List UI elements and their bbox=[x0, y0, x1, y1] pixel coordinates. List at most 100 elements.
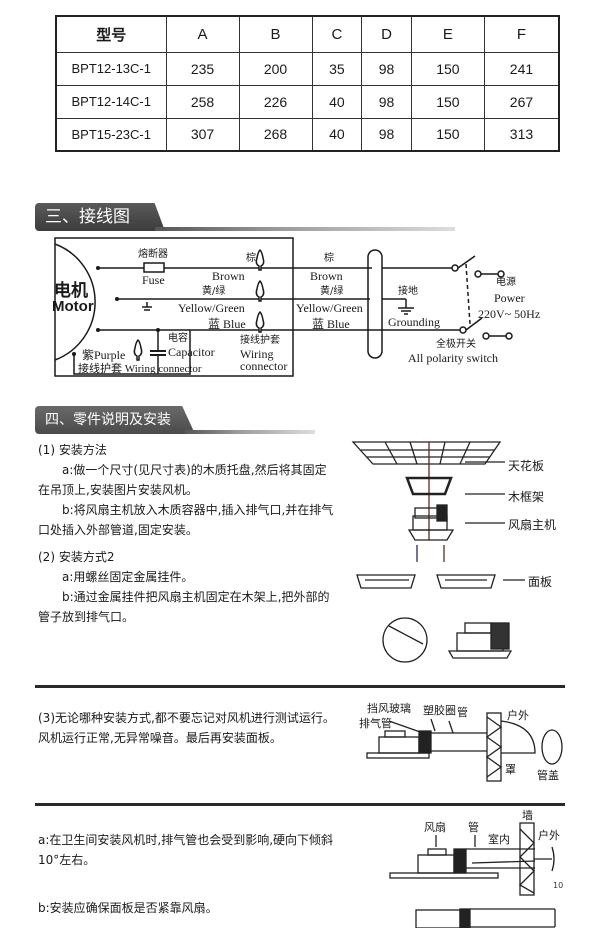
glass-label: 挡风玻璃 bbox=[367, 702, 411, 715]
cable-sleeve bbox=[367, 249, 383, 359]
connector-purple bbox=[133, 338, 143, 361]
cell-f: 241 bbox=[483, 51, 560, 86]
cell-a: 307 bbox=[165, 117, 240, 152]
cell-d: 98 bbox=[361, 117, 412, 152]
header-f: F bbox=[483, 15, 560, 53]
motor-outline bbox=[54, 243, 96, 361]
switch-label-cn: 全极开关 bbox=[436, 339, 476, 350]
fan-label: 风扇 bbox=[424, 821, 446, 834]
exploded-install-diagram: 天花板 木框架 风扇主机 面板 bbox=[345, 430, 595, 675]
wall-mount-diagram: 风扇 管 室内 墙 户外 bbox=[380, 805, 590, 928]
brown-label-cn-right: 棕 bbox=[324, 253, 334, 264]
cell-e: 150 bbox=[410, 84, 485, 119]
install2-heading: (2) 安装方式2 bbox=[38, 550, 115, 564]
grounding-label-cn: 接地 bbox=[398, 286, 418, 297]
cell-c: 35 bbox=[311, 51, 363, 86]
panel-left bbox=[356, 574, 416, 589]
fuse-label-cn: 熔断器 bbox=[138, 249, 168, 260]
ceiling-label: 天花板 bbox=[508, 459, 545, 473]
connector-label-cn: 接线护套 bbox=[240, 335, 280, 346]
spec-table: 型号 A B C D E F BPT12-13C-1 235 200 35 98… bbox=[55, 15, 560, 152]
exploded-drawing bbox=[351, 441, 525, 663]
cell-b: 226 bbox=[238, 84, 313, 119]
diagram-frame bbox=[54, 237, 294, 377]
table-row: BPT12-13C-1 235 200 35 98 150 241 bbox=[55, 51, 560, 86]
indoor-label: 室内 bbox=[488, 833, 510, 846]
install1-step-b: b:将风扇主机放入木质容器中,插入排气口,并在排气口处插入外部管道,固定安装。 bbox=[38, 503, 334, 537]
blue-label: 蓝 Blue bbox=[208, 317, 246, 331]
install-method-2: (2) 安装方式2 a:用螺丝固定金属挂件。 b:通过金属挂件把风扇主机固定在木… bbox=[38, 547, 338, 627]
power-spec: 220V~ 50Hz bbox=[478, 307, 541, 321]
yg-label-en-right: Yellow/Green bbox=[296, 301, 363, 315]
yg-label-cn: 黄/绿 bbox=[202, 286, 226, 297]
ring-label: 塑胶圈 bbox=[423, 704, 456, 717]
install2-step-b: b:通过金属挂件把风扇主机固定在木架上,把外部的管子放到排气口。 bbox=[38, 590, 330, 624]
cell-b: 268 bbox=[238, 117, 313, 152]
section-title: 三、接线图 bbox=[35, 203, 165, 231]
cell-d: 98 bbox=[361, 51, 412, 86]
purple-wire bbox=[73, 330, 191, 375]
power-label-cn: 电源 bbox=[496, 277, 516, 288]
cell-f: 313 bbox=[483, 117, 560, 152]
note-panel: b:安装应确保面板是否紧靠风扇。 bbox=[38, 901, 218, 915]
yg-label-en: Yellow/Green bbox=[178, 301, 245, 315]
connector-brown bbox=[255, 248, 265, 271]
table-header-row: 型号 A B C D E F bbox=[55, 15, 560, 53]
brown-label-en: Brown bbox=[212, 269, 245, 283]
exhaust-collar bbox=[418, 730, 432, 754]
table-row: BPT12-14C-1 258 226 40 98 150 267 bbox=[55, 84, 560, 119]
connector-yg bbox=[255, 279, 265, 302]
cell-model: BPT12-14C-1 bbox=[55, 84, 167, 119]
panel-label: 面板 bbox=[528, 575, 553, 589]
panel-right bbox=[436, 574, 496, 589]
install1-step-a: a:做一个尺寸(见尺寸表)的木质托盘,然后将其固定在吊顶上,安装图片安装风机。 bbox=[38, 463, 327, 497]
wiring-diagram: 电机 Motor 熔断器 Fuse 棕 Brown 棕 Brown 黄/绿 Ye… bbox=[50, 236, 570, 381]
divider bbox=[35, 685, 565, 688]
cell-a: 235 bbox=[165, 51, 240, 86]
section-rule bbox=[185, 430, 315, 434]
cap-label: 管盖 bbox=[537, 769, 559, 782]
power-label-en: Power bbox=[494, 291, 525, 305]
divider bbox=[35, 803, 565, 806]
brown-label-cn: 棕 bbox=[246, 253, 256, 264]
duct-base-plate bbox=[366, 752, 430, 759]
cell-e: 150 bbox=[410, 51, 485, 86]
table-row: BPT15-23C-1 307 268 40 98 150 313 bbox=[55, 117, 560, 152]
cell-e: 150 bbox=[410, 117, 485, 152]
wood-frame bbox=[405, 476, 453, 496]
header-c: C bbox=[311, 15, 363, 53]
wall-drawing bbox=[389, 822, 556, 928]
note-slope: a:在卫生间安装风机时,排气管也会受到影响,硬向下倾斜10°左右。 bbox=[38, 833, 334, 867]
outdoor-label: 户外 bbox=[507, 709, 529, 722]
wall-section bbox=[486, 712, 502, 782]
cell-d: 98 bbox=[361, 84, 412, 119]
header-e: E bbox=[410, 15, 485, 53]
duct-drawing bbox=[366, 712, 563, 782]
grounding-label-en: Grounding bbox=[388, 315, 440, 329]
fuse-label-en: Fuse bbox=[142, 273, 165, 287]
wall-outdoor-label: 户外 bbox=[538, 829, 560, 842]
cell-f: 267 bbox=[483, 84, 560, 119]
fuse-symbol bbox=[143, 262, 165, 273]
connector-label-en2: connector bbox=[240, 359, 288, 373]
cell-c: 40 bbox=[311, 84, 363, 119]
hood-label: 罩 bbox=[505, 763, 516, 776]
frame-label: 木框架 bbox=[508, 490, 545, 504]
motor-label-cn: 电机 bbox=[54, 281, 88, 301]
cell-model: BPT15-23C-1 bbox=[55, 117, 167, 152]
capacitor-label-cn: 电容 bbox=[168, 333, 188, 344]
main-unit-label: 风扇主机 bbox=[508, 518, 557, 532]
section-header-parts: 四、零件说明及安装方法 bbox=[35, 406, 335, 434]
capacitor-label-en: Capacitor bbox=[168, 345, 215, 359]
header-a: A bbox=[165, 15, 240, 53]
install-method-1: (1) 安装方法 a:做一个尺寸(见尺寸表)的木质托盘,然后将其固定在吊顶上,安… bbox=[38, 440, 338, 540]
detail-circle bbox=[382, 617, 428, 663]
header-b: B bbox=[238, 15, 313, 53]
ceiling-plate bbox=[389, 872, 499, 879]
switch-label-en: All polarity switch bbox=[408, 351, 498, 365]
install2-step-a: a:用螺丝固定金属挂件。 bbox=[62, 570, 194, 584]
exhaust-pipe-label: 排气管 bbox=[359, 717, 392, 730]
duct-diagram: 挡风玻璃 塑胶圈 管 排气管 户外 罩 管盖 bbox=[345, 695, 595, 790]
wall-pipe-label: 管 bbox=[468, 821, 479, 834]
header-model: 型号 bbox=[55, 15, 167, 53]
